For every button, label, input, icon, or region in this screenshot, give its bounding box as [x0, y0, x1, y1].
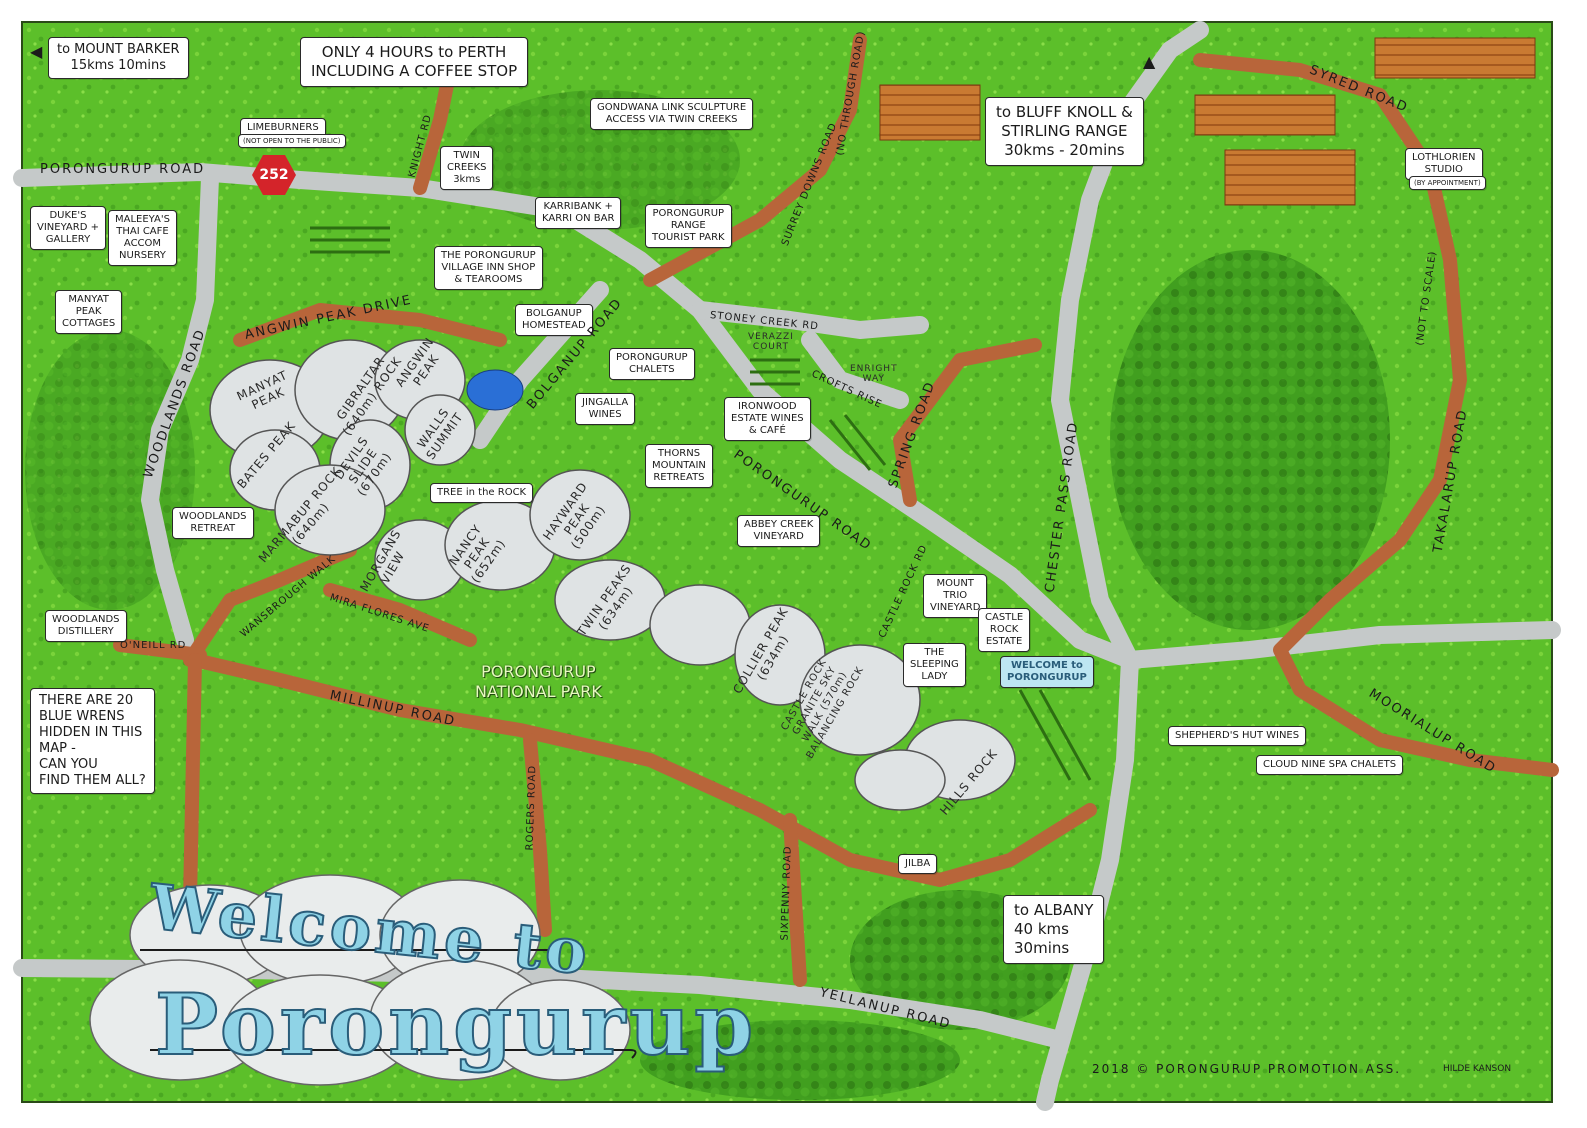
- box-gondwana: GONDWANA LINK SCULPTURE ACCESS VIA TWIN …: [590, 98, 754, 130]
- copyright-text: 2018 © PORONGURUP PROMOTION ASS.: [1092, 1062, 1402, 1076]
- box-shepherds-hut: SHEPHERD'S HUT WINES: [1168, 726, 1307, 746]
- ploughed-fields: [879, 37, 1536, 206]
- vineyard-rows: [310, 226, 1092, 781]
- box-blue-wrens: THERE ARE 20 BLUE WRENS HIDDEN IN THIS M…: [30, 688, 155, 794]
- box-village-inn: THE PORONGURUP VILLAGE INN SHOP & TEAROO…: [434, 246, 543, 290]
- box-jilba: JILBA: [898, 854, 938, 874]
- box-cloud-nine: CLOUD NINE SPA CHALETS: [1256, 755, 1404, 775]
- box-lothlorien: LOTHLORIEN STUDIO: [1405, 148, 1483, 180]
- box-ironwood: IRONWOOD ESTATE WINES & CAFÉ: [724, 397, 811, 441]
- box-maleeyas: MALEEYA'S THAI CAFE ACCOM NURSERY: [108, 210, 177, 266]
- box-thorns: THORNS MOUNTAIN RETREATS: [645, 444, 713, 488]
- road-porongurup-west: PORONGURUP ROAD: [40, 162, 206, 177]
- title-boulders: [89, 874, 631, 1086]
- granite-range: [209, 339, 1016, 811]
- box-manyat-cottages: MANYAT PEAK COTTAGES: [55, 290, 123, 334]
- box-mount-barker: to MOUNT BARKER 15kms 10mins: [48, 37, 189, 79]
- box-karribank: KARRIBANK + KARRI ON BAR: [535, 197, 622, 229]
- road-enright: ENRIGHT WAY: [850, 364, 898, 384]
- box-sleeping-lady: THE SLEEPING LADY: [903, 643, 966, 687]
- pond: [466, 369, 524, 411]
- highway-252-sign: 252: [252, 155, 296, 195]
- road-verazzi: VERAZZI COURT: [748, 332, 794, 352]
- title-ornament: [140, 949, 637, 1059]
- box-twin-creeks: TWIN CREEKS 3kms: [440, 146, 494, 190]
- box-mount-trio: MOUNT TRIO VINEYARD: [923, 574, 988, 618]
- title-porongurup: Porongurup: [154, 974, 758, 1075]
- box-albany: to ALBANY 40 kms 30mins: [1003, 895, 1105, 964]
- arrow-up-right-icon: ▲: [1143, 52, 1156, 71]
- box-perth: ONLY 4 HOURS to PERTH INCLUDING A COFFEE…: [300, 37, 529, 87]
- box-tourist-park: PORONGURUP RANGE TOURIST PARK: [645, 204, 732, 248]
- box-jingalla: JINGALLA WINES: [575, 393, 636, 425]
- dirt-roads: [113, 33, 1559, 987]
- box-abbey-creek: ABBEY CREEK VINEYARD: [737, 515, 821, 547]
- box-dukes: DUKE'S VINEYARD + GALLERY: [30, 206, 106, 250]
- box-bluff-knoll: to BLUFF KNOLL & STIRLING RANGE 30kms - …: [985, 97, 1144, 166]
- box-woodlands-retreat: WOODLANDS RETREAT: [172, 507, 254, 539]
- box-bolganup-homestead: BOLGANUP HOMESTEAD: [515, 304, 593, 336]
- box-castle-rock-estate: CASTLE ROCK ESTATE: [978, 608, 1031, 652]
- box-tree-rock: TREE in the ROCK: [430, 483, 534, 503]
- box-limeburners-note: (NOT OPEN TO THE PUBLIC): [238, 134, 346, 148]
- box-chalets: PORONGURUP CHALETS: [609, 348, 695, 380]
- road-oneill: O'NEILL RD: [120, 640, 187, 651]
- arrow-left-icon: ◀: [30, 42, 43, 61]
- box-lothlorien-note: (BY APPOINTMENT): [1409, 176, 1486, 190]
- national-park-label: PORONGURUP NATIONAL PARK: [475, 662, 602, 701]
- box-woodlands-distillery: WOODLANDS DISTILLERY: [45, 610, 127, 642]
- artist-signature: HILDE KANSON: [1443, 1064, 1512, 1074]
- welcome-sign: WELCOME to PORONGURUP: [1000, 656, 1094, 688]
